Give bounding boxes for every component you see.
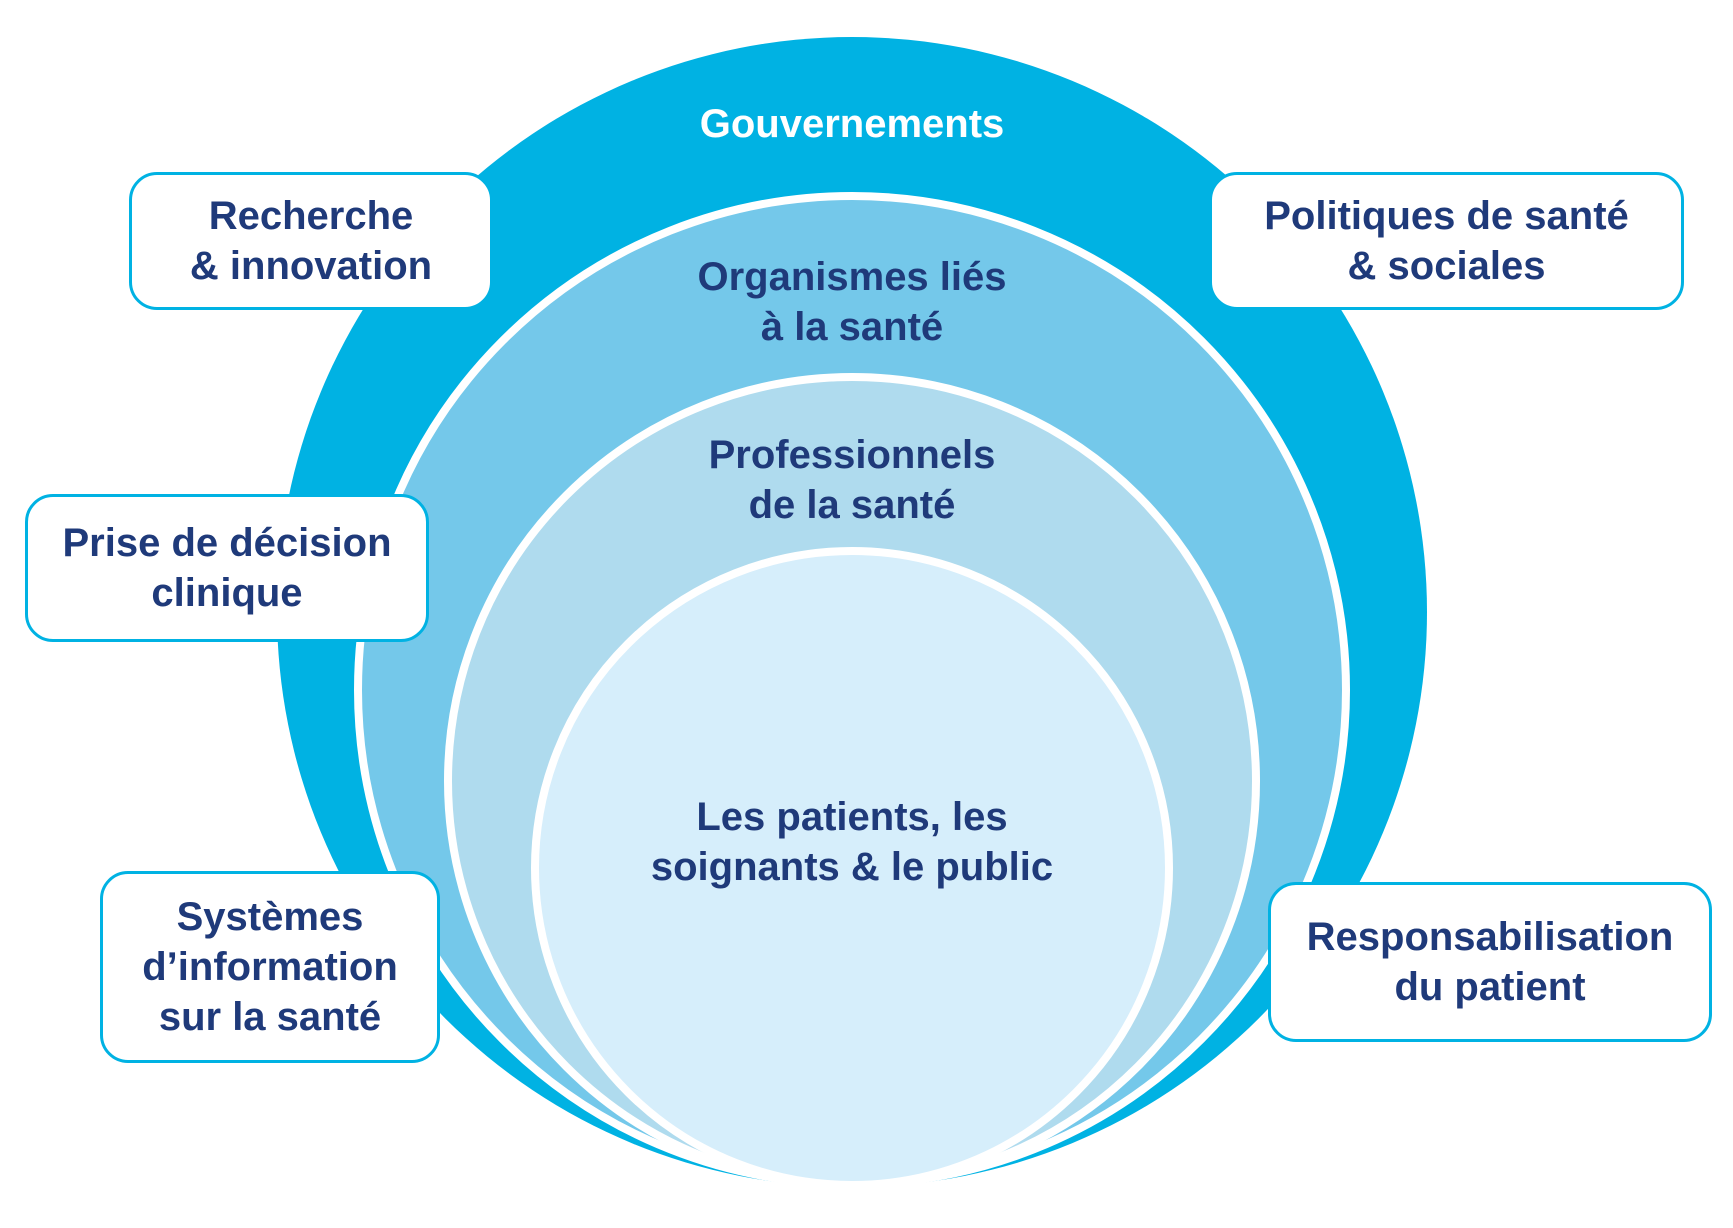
patients-core-circle (531, 547, 1173, 1189)
health-professionals-label: Professionnels de la santé (708, 433, 996, 527)
patient-empowerment-box: Responsabilisation du patient (1268, 882, 1712, 1042)
patients-caregivers-public-label: Les patients, les soignants & le public (650, 795, 1054, 889)
governments-label: Gouvernements (699, 102, 1005, 146)
health-social-policies-box: Politiques de santé & sociales (1209, 172, 1684, 310)
clinical-decision-making-box: Prise de décision clinique (25, 494, 429, 642)
health-information-systems-box: Systèmes d’information sur la santé (100, 871, 440, 1063)
research-innovation-box: Recherche & innovation (129, 172, 493, 310)
health-organizations-label: Organismes liés à la santé (697, 255, 1007, 349)
